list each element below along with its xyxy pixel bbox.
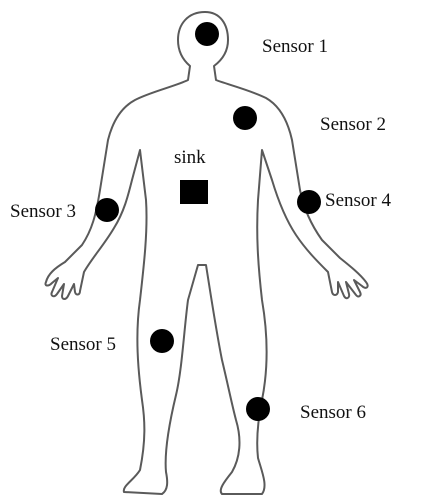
sensor-4-marker [297, 190, 321, 214]
sensor-5-marker [150, 329, 174, 353]
sensor-5-label: Sensor 5 [50, 334, 116, 355]
sensor-1-label: Sensor 1 [262, 36, 328, 57]
sensor-6-label: Sensor 6 [300, 402, 366, 423]
sensor-2-marker [233, 106, 257, 130]
sink-marker [180, 180, 208, 204]
sensor-3-marker [95, 198, 119, 222]
sensor-6-marker [246, 397, 270, 421]
sensor-3-label: Sensor 3 [10, 201, 76, 222]
sink-label: sink [174, 147, 206, 168]
sensor-1-marker [195, 22, 219, 46]
sensor-2-label: Sensor 2 [320, 114, 386, 135]
sensor-4-label: Sensor 4 [325, 190, 391, 211]
